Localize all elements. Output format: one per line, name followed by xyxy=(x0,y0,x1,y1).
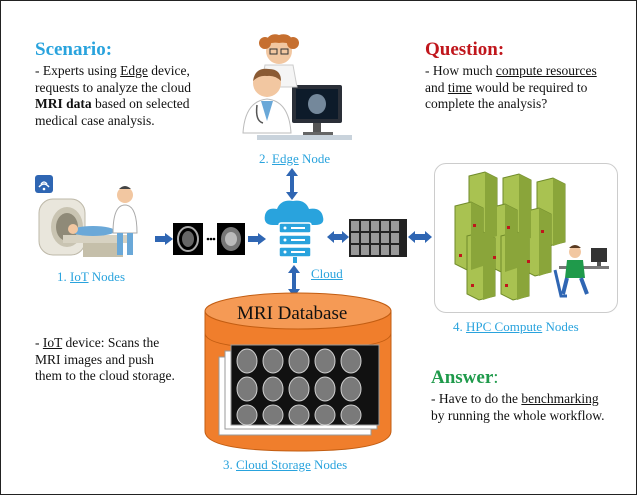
question-heading: Question: xyxy=(425,39,505,60)
cloud-label: Cloud xyxy=(311,266,343,281)
scenario-heading: Scenario: xyxy=(35,39,113,60)
scenario-text: - Experts using Edge device, requests to… xyxy=(35,63,191,128)
question-text: - How much compute resources and time wo… xyxy=(425,63,597,111)
server-tower-icon xyxy=(454,171,609,301)
edge-cloud-arrow xyxy=(286,168,298,200)
cloud-grid-arrow xyxy=(327,231,349,243)
cloud-db-arrow xyxy=(288,265,300,297)
hpc-nodes-label: 4. HPC Compute Nodes xyxy=(453,319,579,334)
database-cylinder-icon xyxy=(204,292,392,452)
grid-hpc-arrow xyxy=(408,231,432,243)
iot-note-text: - IoT device: Scans the MRI images and p… xyxy=(35,335,175,383)
mri-scanner-icon xyxy=(35,175,138,257)
database-label: MRI Database xyxy=(237,303,348,324)
answer-text: - Have to do the benchmarking by running… xyxy=(431,391,605,423)
iot-arrow xyxy=(155,233,173,245)
doctor-icon xyxy=(242,34,352,140)
edge-node-label: 2. Edge Node xyxy=(259,151,331,166)
mri-slice-icon xyxy=(173,223,245,255)
cloud-storage-label: 3. Cloud Storage Nodes xyxy=(223,457,348,472)
iot-nodes-label: 1. IoT Nodes xyxy=(57,269,126,284)
hpc-box xyxy=(434,163,618,313)
answer-heading: Answer: xyxy=(431,367,499,388)
slice-cloud-arrow xyxy=(248,233,266,245)
mri-grid-thumbnail xyxy=(349,219,407,257)
cloud-server-icon xyxy=(264,200,324,263)
